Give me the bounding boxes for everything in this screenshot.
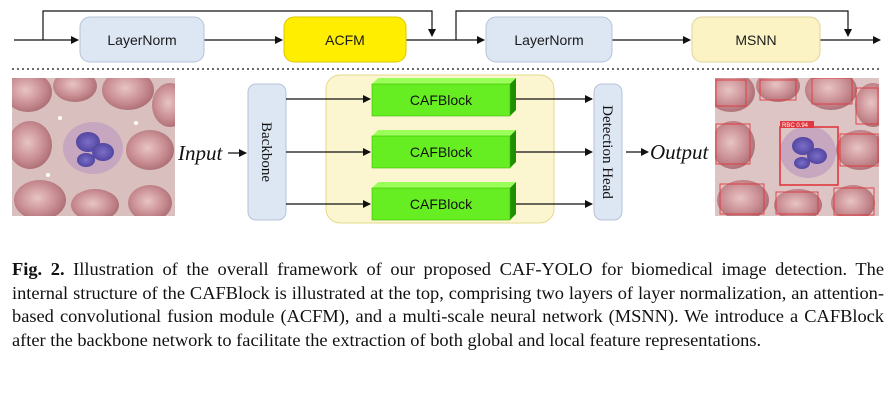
cafblock-label-3: CAFBlock xyxy=(410,196,473,212)
input-label-group: Input xyxy=(177,141,247,165)
cafblock-label-1: CAFBlock xyxy=(410,92,473,108)
output-label: Output xyxy=(650,140,710,164)
cafblock-internal-structure: LayerNorm ACFM LayerNorm MSNN xyxy=(14,10,881,63)
detection-head-label: Detection Head xyxy=(599,105,615,199)
detection-head-box: Detection Head xyxy=(593,83,623,221)
figure-caption: Fig. 2. Illustration of the overall fram… xyxy=(12,258,884,352)
msnn-label: MSNN xyxy=(735,32,776,48)
msnn-box: MSNN xyxy=(691,16,821,63)
caption-figure-label: Fig. 2. xyxy=(12,259,65,279)
layernorm-box-2: LayerNorm xyxy=(485,16,613,63)
backbone-label: Backbone xyxy=(258,122,274,182)
acfm-label: ACFM xyxy=(325,32,365,48)
residual-connection-1 xyxy=(42,10,436,40)
cafblock-1: CAFBlock xyxy=(371,78,516,117)
residual-connection-2 xyxy=(455,10,852,40)
acfm-box: ACFM xyxy=(283,16,407,63)
detection-score-label: RBC 0.94 xyxy=(782,123,809,129)
detection-result-image: RBC 0.94 xyxy=(715,78,879,216)
cafblock-label-2: CAFBlock xyxy=(410,144,473,160)
layernorm-label-1: LayerNorm xyxy=(107,32,176,48)
input-label: Input xyxy=(177,141,223,165)
backbone-box: Backbone xyxy=(247,83,287,221)
output-label-group: Output xyxy=(626,140,710,164)
blood-cell-micrograph xyxy=(12,78,175,216)
caption-text: Illustration of the overall framework of… xyxy=(12,259,884,350)
layernorm-label-2: LayerNorm xyxy=(514,32,583,48)
cafblock-3: CAFBlock xyxy=(371,182,516,221)
cafblock-2: CAFBlock xyxy=(371,130,516,169)
layernorm-box-1: LayerNorm xyxy=(79,16,205,63)
